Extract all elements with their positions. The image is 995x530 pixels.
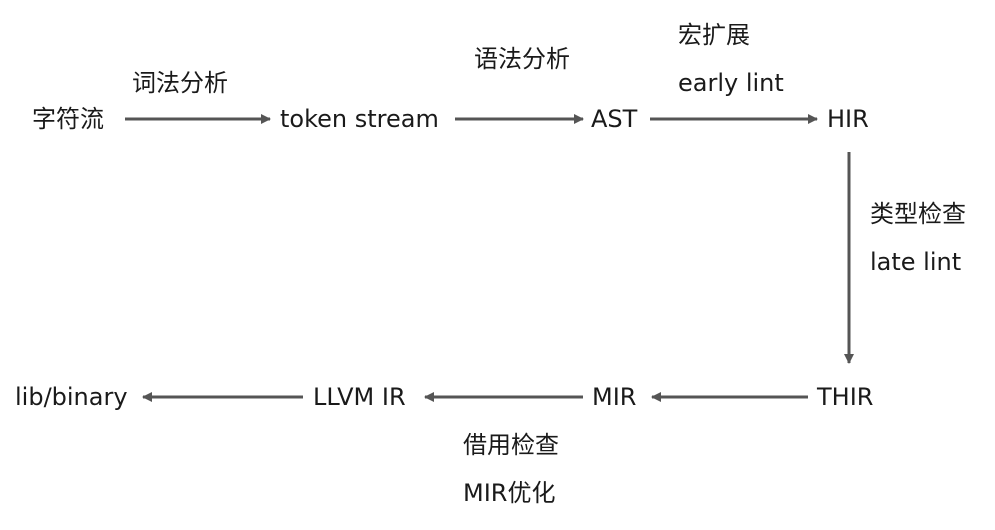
node-ast: AST — [591, 105, 638, 133]
edge-label-macro-expansion: 宏扩展 — [678, 21, 750, 49]
node-thir: THIR — [817, 383, 874, 411]
edge-label-parsing: 语法分析 — [474, 45, 570, 73]
edge-label-late-lint: late lint — [870, 248, 962, 276]
node-char-stream: 字符流 — [32, 105, 104, 133]
edge-label-mir-opt: MIR优化 — [463, 479, 556, 507]
node-lib-binary: lib/binary — [15, 383, 128, 411]
node-llvm-ir: LLVM IR — [313, 383, 406, 411]
edge-label-borrow-check: 借用检查 — [463, 431, 559, 459]
edge-label-lexing: 词法分析 — [132, 69, 228, 97]
node-token-stream: token stream — [280, 105, 439, 133]
node-mir: MIR — [592, 383, 637, 411]
edge-label-early-lint: early lint — [678, 69, 784, 97]
edge-label-type-check: 类型检查 — [870, 200, 966, 228]
node-hir: HIR — [827, 105, 869, 133]
